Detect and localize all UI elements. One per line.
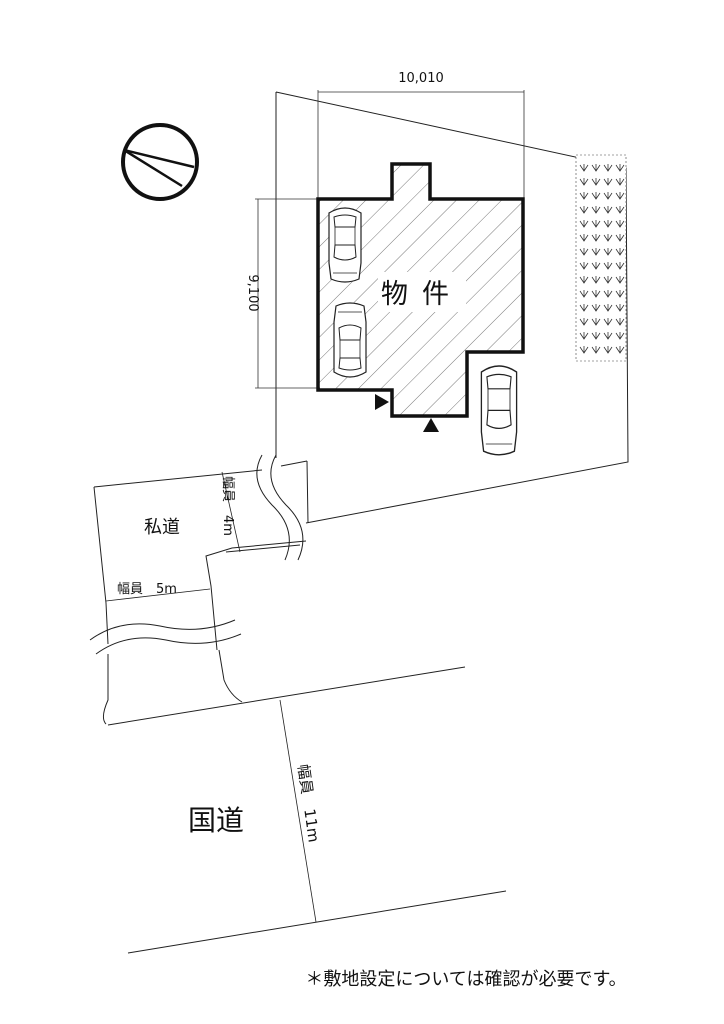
footnote: ＊敷地設定については確認が必要です。 [305, 969, 626, 990]
dimension-depth: 9,100 [245, 274, 260, 311]
parked-car-icon [480, 365, 518, 456]
dimension-width-line [317, 90, 525, 200]
parked-car-icon [328, 207, 362, 283]
private-road-label: 私道 [144, 517, 180, 538]
dimension-depth-line [255, 198, 320, 389]
private-road-width-line [221, 471, 241, 553]
national-road-edge [107, 666, 466, 726]
private-road-width-line [105, 588, 211, 602]
national-road-edge [127, 890, 507, 954]
planting-area-icon [575, 154, 627, 362]
property-label: 物件 [381, 279, 463, 310]
private-road-width-b: 幅員 5m [117, 582, 177, 597]
dimension-width: 10,010 [398, 71, 444, 86]
entrance-triangle-icon [423, 418, 439, 432]
national-road-label: 国道 [188, 804, 244, 837]
private-road-boundary [93, 460, 309, 651]
parked-car-icon [333, 302, 367, 378]
private-road-width-a: 幅員 4m [220, 476, 235, 536]
property-label-bg [378, 272, 466, 312]
break-line [89, 619, 242, 655]
national-road-width: 幅員 11m [294, 763, 323, 843]
private-road-boundary [102, 649, 243, 725]
north-arrow-icon [121, 123, 199, 201]
lot-boundary [275, 91, 629, 524]
national-road-width-line [279, 699, 317, 923]
break-line [256, 454, 304, 561]
entrance-triangle-icon [375, 394, 389, 410]
